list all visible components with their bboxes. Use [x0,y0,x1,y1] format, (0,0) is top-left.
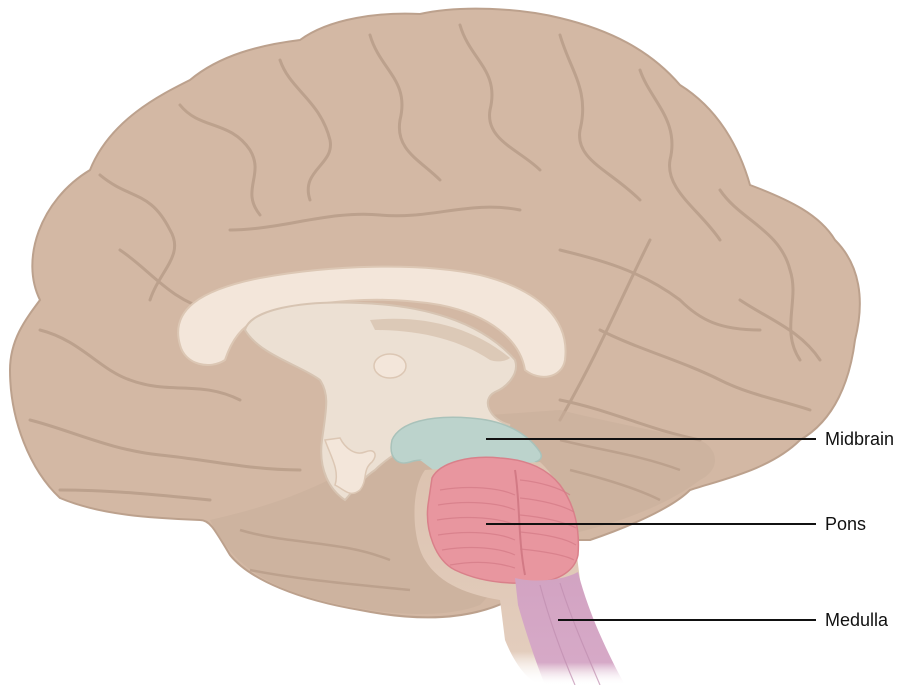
leader-lines [486,438,816,621]
label-medulla: Medulla [825,610,889,630]
label-midbrain: Midbrain [825,429,895,449]
label-pons: Pons [825,514,867,534]
medulla [515,572,625,685]
interthalamic-adhesion [373,353,407,379]
